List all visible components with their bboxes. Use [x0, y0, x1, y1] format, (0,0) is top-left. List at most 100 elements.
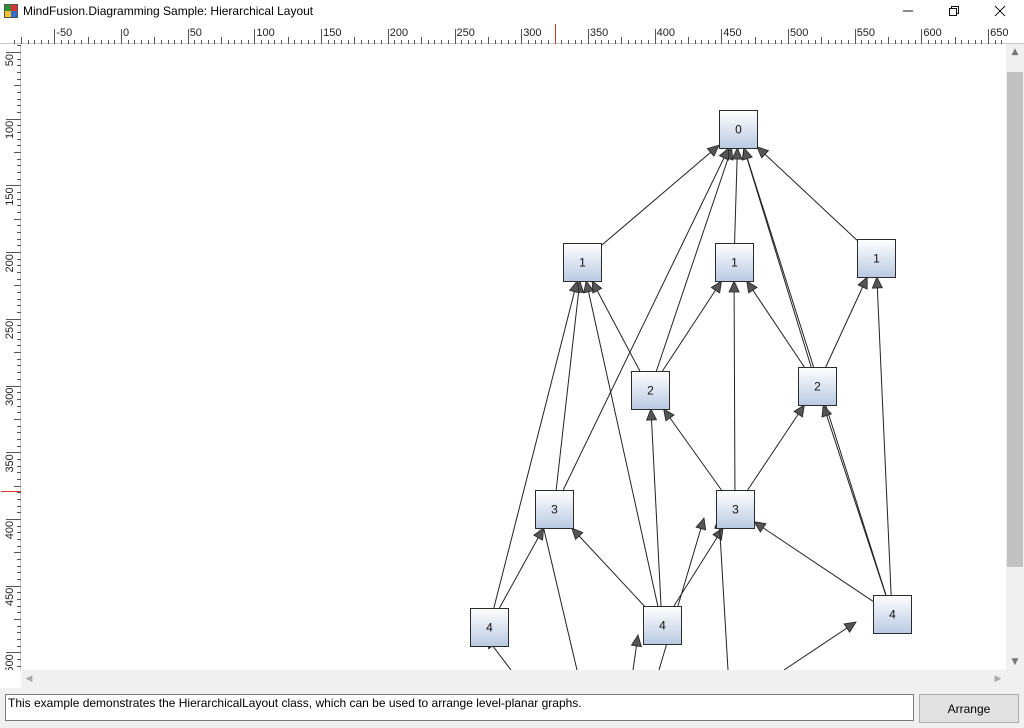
ruler-h-label: 50 — [190, 27, 202, 39]
ruler-h-label: 250 — [457, 27, 475, 39]
node-label: 1 — [731, 256, 738, 270]
diagram-node[interactable]: 1 — [857, 239, 896, 278]
ruler-v-label: 50 — [4, 54, 16, 66]
diagram-link[interactable] — [499, 527, 545, 609]
arrowhead-icon — [793, 404, 805, 418]
diagram-link[interactable] — [753, 521, 874, 602]
vertical-scrollbar[interactable]: ▲ ▼ — [1006, 44, 1024, 670]
diagram-link[interactable] — [821, 404, 887, 596]
arrowhead-icon — [710, 280, 723, 294]
scroll-up-icon[interactable]: ▲ — [1011, 47, 1019, 57]
node-label: 2 — [814, 380, 821, 394]
ruler-v-label: 450 — [4, 588, 16, 606]
ruler-v-label: 300 — [4, 388, 16, 406]
diagram-link[interactable] — [600, 144, 720, 247]
title-bar: MindFusion.Diagramming Sample: Hierarchi… — [0, 0, 1024, 23]
arrowhead-icon — [821, 404, 833, 418]
minimize-button[interactable] — [885, 0, 931, 22]
diagram-link[interactable] — [747, 404, 805, 491]
diagram-link[interactable] — [562, 147, 730, 491]
ruler-h-label: 550 — [857, 27, 875, 39]
scroll-right-icon[interactable]: ▶ — [994, 674, 1002, 684]
scroll-left-icon[interactable]: ◀ — [25, 674, 33, 684]
arrowhead-icon — [568, 280, 580, 294]
diagram-link[interactable] — [555, 280, 585, 491]
ruler-h-label: 150 — [323, 27, 341, 39]
arrowhead-icon — [746, 280, 758, 294]
diagram-link[interactable] — [538, 516, 578, 670]
diagram-link[interactable] — [571, 527, 645, 607]
arrowhead-icon — [742, 147, 753, 161]
arrowhead-icon — [718, 147, 730, 161]
diagram-node[interactable]: 0 — [719, 110, 758, 149]
arrowhead-icon — [728, 280, 740, 293]
diagram-link[interactable] — [746, 280, 805, 368]
diagram-link[interactable] — [493, 280, 580, 609]
arrowhead-icon — [663, 408, 675, 422]
diagram-link[interactable] — [658, 517, 707, 670]
ruler-h-label: 450 — [723, 27, 741, 39]
diagram-link[interactable] — [630, 634, 642, 670]
diagram-link[interactable] — [663, 408, 722, 491]
diagram-node[interactable]: 1 — [563, 243, 602, 282]
diagram-link[interactable] — [783, 621, 857, 670]
arrowhead-icon — [630, 634, 642, 648]
diagram-link[interactable] — [728, 280, 740, 491]
ruler-h-label: 500 — [790, 27, 808, 39]
vertical-scroll-thumb[interactable] — [1007, 72, 1023, 567]
diagram-node[interactable]: 4 — [873, 595, 912, 634]
ruler-h-label: 350 — [590, 27, 608, 39]
diagram-link[interactable] — [645, 408, 662, 607]
node-label: 1 — [579, 256, 586, 270]
ruler-v-label: 500 — [4, 654, 16, 670]
arrowhead-icon — [583, 280, 595, 294]
diagram-link[interactable] — [591, 280, 641, 372]
ruler-v-label: 150 — [4, 187, 16, 205]
diagram-canvas[interactable]: 0 1 1 1 2 2 3 3 4 4 4 — [21, 44, 1006, 670]
diagram-graph[interactable]: 0 1 1 1 2 2 3 3 4 4 4 — [21, 44, 1006, 670]
close-icon — [994, 5, 1006, 17]
restore-button[interactable] — [931, 0, 977, 22]
diagram-link[interactable] — [871, 276, 892, 596]
node-label: 1 — [873, 252, 880, 266]
description-textbox[interactable]: This example demonstrates the Hierarchic… — [5, 694, 914, 721]
arrange-button[interactable]: Arrange — [919, 694, 1019, 723]
diagram-link[interactable] — [583, 280, 659, 607]
diagram-node[interactable]: 2 — [798, 367, 837, 406]
arrowhead-icon — [857, 276, 868, 290]
diagram-node[interactable]: 2 — [631, 371, 670, 410]
diagram-node[interactable]: 4 — [643, 606, 682, 645]
horizontal-scrollbar[interactable]: ◀ ▶ — [21, 670, 1006, 688]
diagram-node[interactable]: 4 — [470, 608, 509, 647]
restore-icon — [949, 6, 959, 16]
arrowhead-icon — [756, 146, 770, 159]
arrowhead-icon — [843, 621, 857, 634]
arrowhead-icon — [712, 527, 724, 541]
diagram-link[interactable] — [825, 276, 868, 368]
close-button[interactable] — [977, 0, 1023, 22]
diagram-link[interactable] — [662, 280, 723, 372]
arrowhead-icon — [645, 408, 658, 421]
app-icon — [4, 4, 18, 18]
diagram-node[interactable]: 3 — [716, 490, 755, 529]
node-label: 2 — [647, 384, 654, 398]
ruler-v-label: 400 — [4, 521, 16, 539]
diagram-link[interactable] — [731, 147, 743, 244]
diagram-node[interactable]: 3 — [535, 490, 574, 529]
node-label: 4 — [889, 608, 896, 622]
node-label: 3 — [551, 503, 558, 517]
diagram-node[interactable]: 1 — [715, 243, 754, 282]
diagram-link[interactable] — [756, 146, 858, 241]
arrowhead-icon — [871, 276, 883, 289]
scroll-down-icon[interactable]: ▼ — [1011, 657, 1019, 667]
ruler-h-label: 400 — [657, 27, 675, 39]
ruler-v-label: 350 — [4, 454, 16, 472]
arrowhead-icon — [533, 527, 545, 541]
node-label: 3 — [732, 503, 739, 517]
window-title: MindFusion.Diagramming Sample: Hierarchi… — [23, 4, 314, 18]
arrowhead-icon — [753, 521, 767, 533]
minimize-icon — [903, 10, 913, 12]
